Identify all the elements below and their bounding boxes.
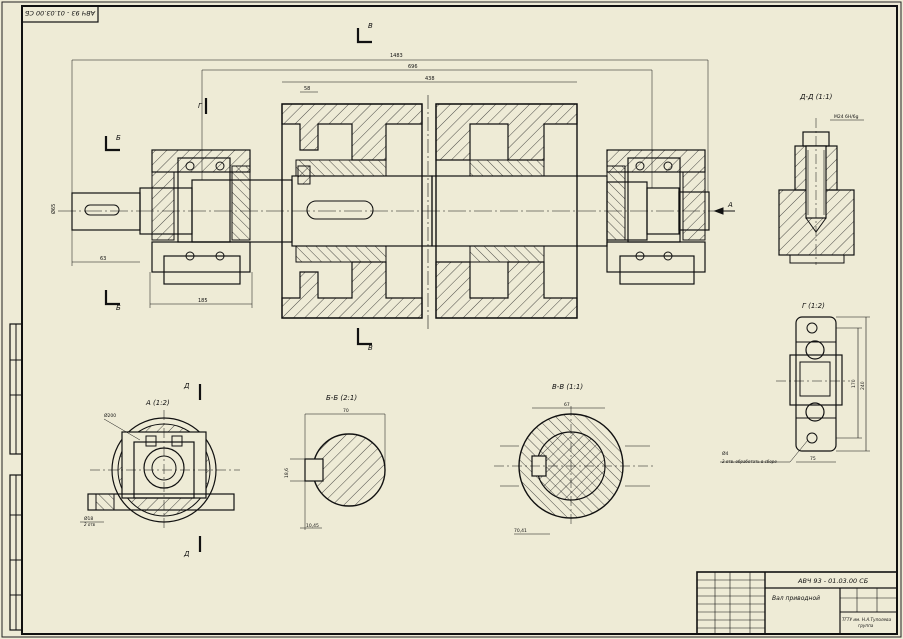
section-dd-title: Д-Д (1:1) [799, 93, 833, 101]
section-vv [494, 406, 655, 535]
view-a-title: А (1:2) [145, 399, 170, 407]
key-dim: 18,6 [284, 468, 290, 478]
cut-letter-b-bottom: Б [116, 304, 121, 312]
section-bb [290, 413, 386, 530]
title-designation: АВЧ 93 - 01.03.00 СБ [797, 577, 869, 585]
dim-housing: 185 [198, 298, 208, 304]
cut-letter-v-bottom: В [368, 344, 373, 352]
bb-dim: 10,45 [306, 523, 319, 529]
title-org: ТГТУ им. Н.А.Туполева [842, 617, 892, 622]
title-name: Вал приводной [772, 595, 820, 602]
a-flange: Ø200 [104, 412, 116, 419]
cut-markers [104, 28, 372, 552]
section-bb-title: Б-Б (2:1) [326, 394, 357, 402]
arrow-a-letter: А [727, 201, 733, 209]
bb-width: 70 [343, 408, 349, 414]
title-group: группа [858, 623, 874, 628]
vv-width: 67 [564, 402, 570, 408]
inner-frame [21, 5, 898, 635]
left-margin-table [9, 323, 23, 631]
top-stamp: АВЧ 93 - 01.03.00 СБ [21, 5, 99, 23]
dim-mid: 696 [408, 64, 418, 70]
cut-letter-g: Г [198, 102, 203, 110]
dim-overall: 1483 [390, 53, 403, 59]
view-g-title: Г (1:2) [802, 302, 825, 310]
dim-inner: 438 [425, 76, 435, 82]
cut-letter-b-top: Б [116, 134, 121, 142]
g-holes: Ø4 [722, 450, 729, 457]
cut-letter-v-top: В [368, 22, 373, 30]
a-holes: Ø18 [84, 515, 93, 522]
dim-shaft-dia: Ø65 [50, 204, 57, 214]
a-holes-note: 2 отв [84, 522, 96, 527]
g-dim3: 75 [810, 456, 816, 462]
g-dim2: 240 [860, 381, 866, 390]
main-assembly-view [58, 59, 735, 330]
section-vv-title: В-В (1:1) [552, 383, 583, 391]
cut-letter-d-top: Д [183, 382, 190, 390]
g-dim: 170 [851, 379, 857, 388]
view-g [720, 316, 870, 463]
cut-letter-d-bottom: Д [183, 550, 190, 558]
section-dd [778, 118, 864, 265]
view-a [80, 410, 240, 530]
dim-hub: 58 [304, 86, 310, 92]
top-stamp-text: АВЧ 93 - 01.03.00 СБ [24, 9, 96, 17]
title-block [696, 571, 898, 635]
vv-dim: 70,41 [514, 528, 527, 534]
dim-thread: M24 6H/6g [834, 114, 859, 120]
g-note: 2 отв. обработать в сборе [722, 459, 777, 464]
dim-end-left: 63 [100, 256, 106, 262]
